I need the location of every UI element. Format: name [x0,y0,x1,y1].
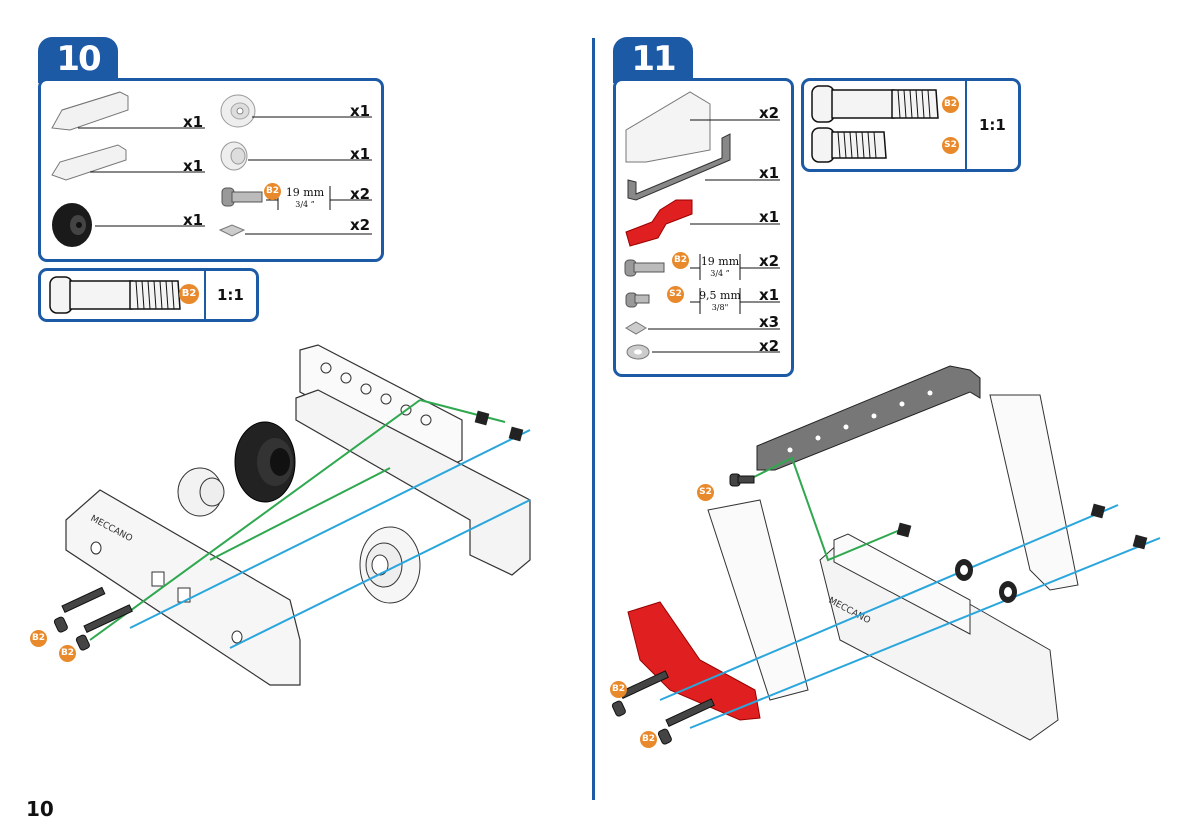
step-10-screw-badge: B2 [264,183,281,200]
svg-text:MECCANO: MECCANO [89,514,134,544]
dimension-inch: 3/8" [694,302,746,314]
step-11-qty-bent-strip: x1 [759,164,779,182]
step-11-scale-label: 1:1 [979,116,1006,134]
step-11-screw-badge: B2 [672,252,689,269]
step-10-qty-tire: x1 [183,211,203,229]
step-11-screw-dimension: 19 mm 3/4 ” [696,256,744,280]
step-10-qty-screw: x2 [350,185,370,203]
step-10-tab: 10 [38,37,118,83]
step-11-diagram-badge-s2: S2 [697,484,714,501]
step-10-scale-badge: B2 [179,284,199,304]
dimension-mm: 9,5 mm [699,289,741,302]
step-11-tab: 11 [613,37,693,83]
step-10-scale-label: 1:1 [217,286,244,304]
step-11-short-screw-badge: S2 [667,286,684,303]
step-11-qty-screw: x2 [759,252,779,270]
step-11-diagram-badge-b2-2: B2 [640,731,657,748]
dimension-mm: 19 mm [701,255,739,268]
page-divider [592,38,595,800]
step-11-scale-badge-s2: S2 [942,137,959,154]
step-11-short-screw-dimension: 9,5 mm 3/8" [694,290,746,314]
dimension-inch: 3/4 ” [696,268,744,280]
step-10-number: 10 [56,39,99,79]
step-10-qty-spacer: x1 [350,145,370,163]
step-11-parts-box [613,78,794,377]
step-10-parts-box [38,78,384,262]
step-11-scale-badge-b2: B2 [942,96,959,113]
step-10-qty-nut: x2 [350,216,370,234]
step-10-qty-short-plate: x1 [183,157,203,175]
step-11-qty-short-screw: x1 [759,286,779,304]
step-10-diagram-badge-1: B2 [30,630,47,647]
svg-text:MECCANO: MECCANO [827,596,872,626]
step-11-qty-nut: x3 [759,313,779,331]
dimension-mm: 19 mm [286,186,324,199]
step-11-qty-washer: x2 [759,337,779,355]
step-10-screw-dimension: 19 mm 3/4 ” [282,187,328,211]
step-11-qty-flat-plate: x2 [759,104,779,122]
step-11-diagram-badge-b2-1: B2 [610,681,627,698]
dimension-inch: 3/4 ” [282,199,328,211]
step-11-qty-red-bracket: x1 [759,208,779,226]
step-11-number: 11 [631,39,674,79]
step-10-diagram-badge-2: B2 [59,645,76,662]
step-10-qty-long-plate: x1 [183,113,203,131]
page-number: 10 [26,797,54,821]
step-10-qty-wheel-hub: x1 [350,102,370,120]
